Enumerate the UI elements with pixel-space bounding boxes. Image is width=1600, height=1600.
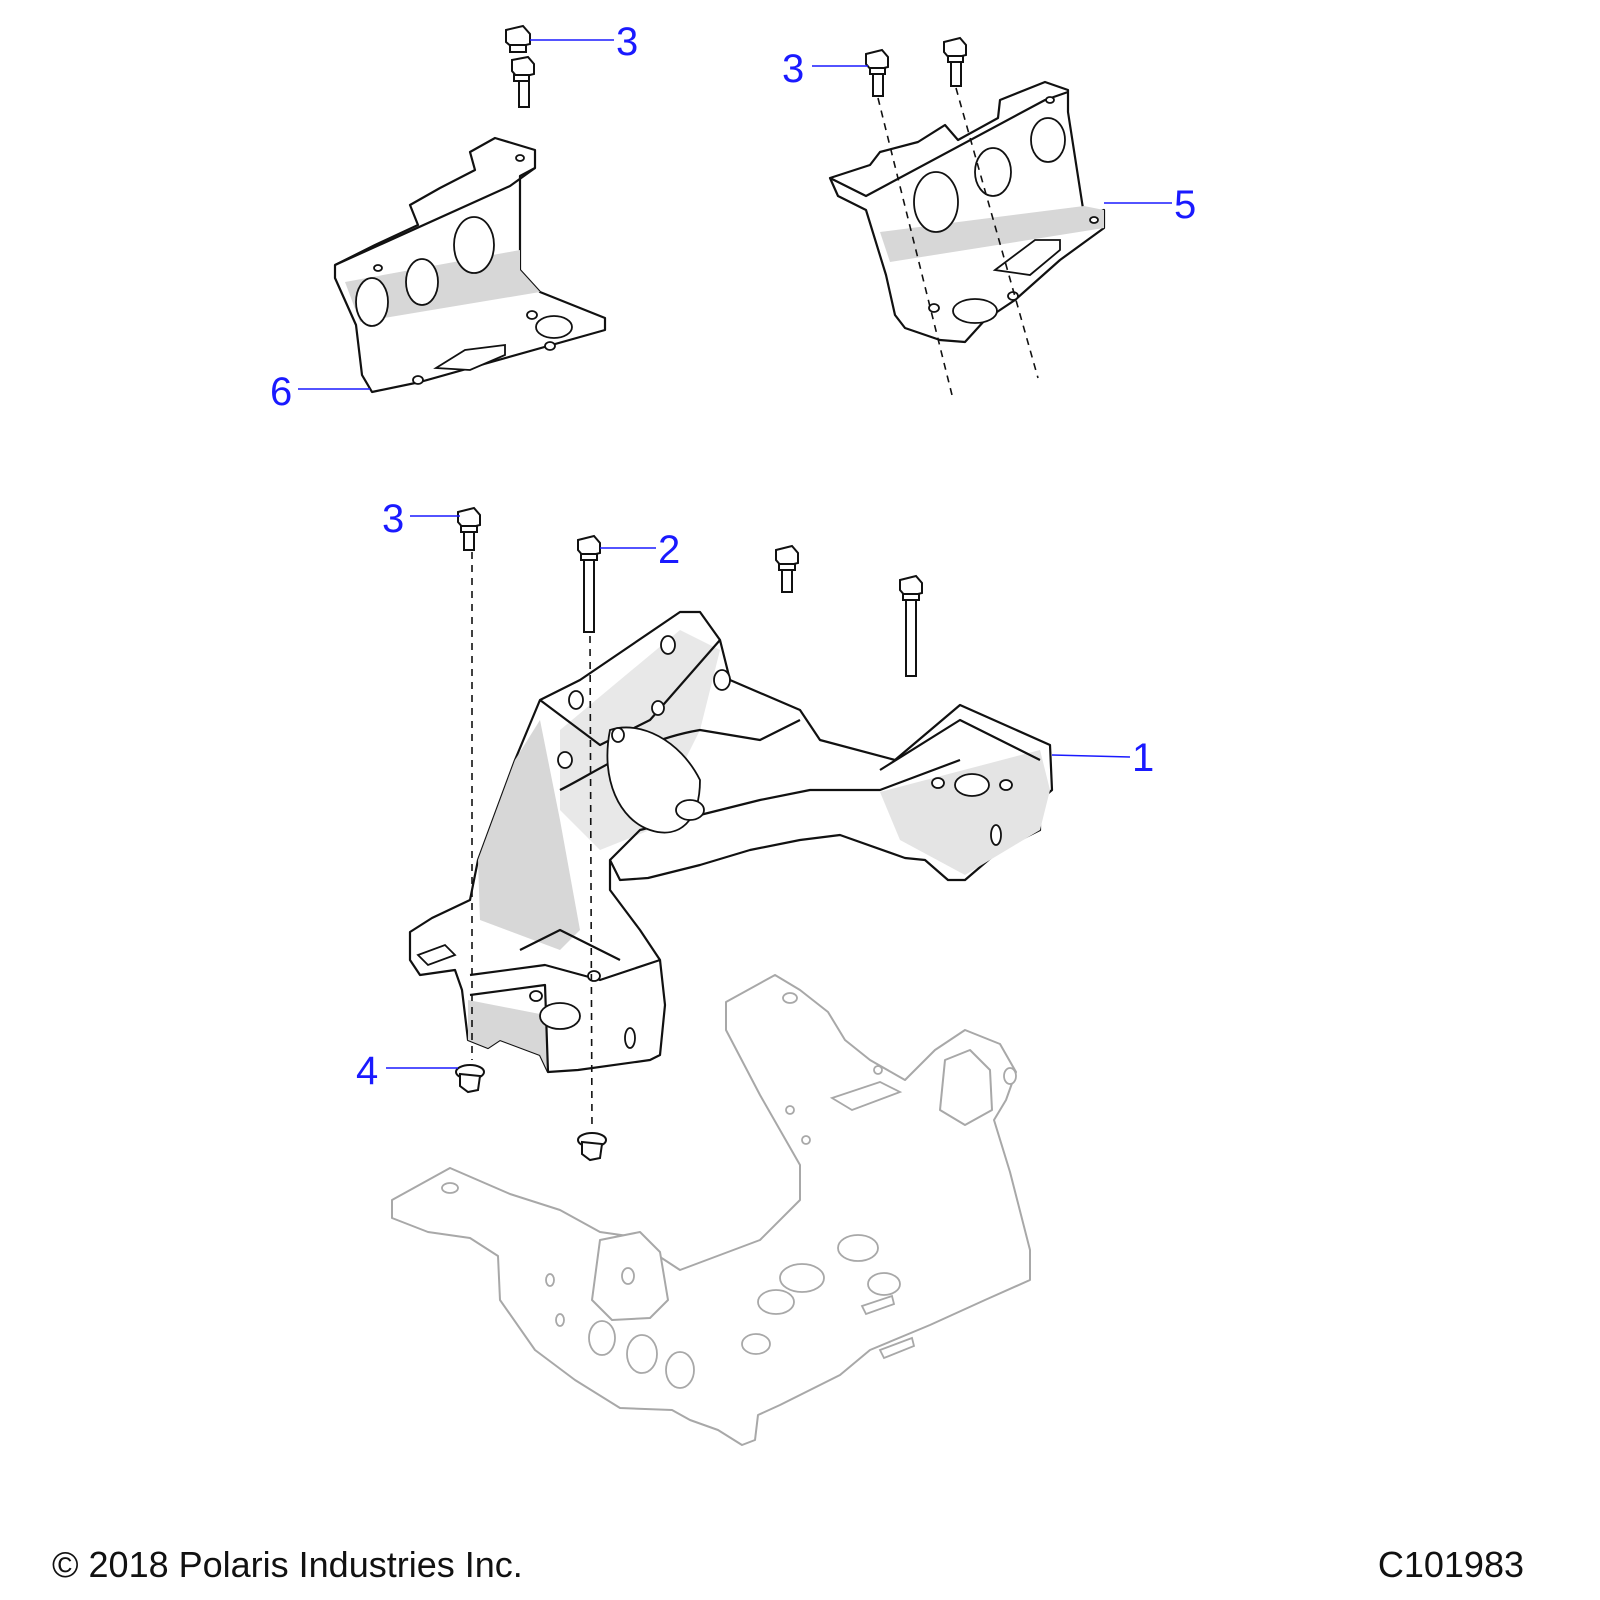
callout-label-3-top-right: 3 — [782, 47, 804, 91]
nut-part-4 — [455, 1064, 485, 1094]
copyright-notice: © 2018 Polaris Industries Inc. — [52, 1544, 523, 1585]
callout-2: 2 — [600, 528, 680, 572]
drawing-number: C101983 — [1377, 1544, 1524, 1585]
callout-3-lower: 3 — [382, 497, 460, 541]
callout-label-3-lower: 3 — [382, 497, 404, 541]
callout-3-top-left: 3 — [530, 20, 638, 64]
engine-mount-part-1 — [408, 610, 1054, 1074]
callout-1: 1 — [1051, 736, 1154, 780]
callout-label-3-top-left: 3 — [616, 20, 638, 64]
callout-6: 6 — [270, 370, 370, 414]
frame-reference-ghost — [391, 974, 1031, 1446]
callout-label-1: 1 — [1132, 736, 1154, 780]
callout-label-6: 6 — [270, 370, 292, 414]
callout-4: 4 — [356, 1049, 458, 1093]
bolt-short — [775, 544, 799, 593]
callout-label-5: 5 — [1174, 183, 1196, 227]
bolt-part-3-lower — [457, 506, 481, 551]
bolt-pair-part-6 — [505, 24, 535, 108]
callout-label-2: 2 — [658, 528, 680, 572]
bolt-part-2 — [577, 534, 601, 633]
bolt-pair-part-5 — [865, 36, 967, 97]
callout-5: 5 — [1104, 183, 1196, 227]
nut-part-4-second — [577, 1132, 607, 1162]
callout-label-4: 4 — [356, 1049, 378, 1093]
bracket-part-6 — [333, 136, 607, 394]
bracket-part-5 — [828, 80, 1106, 344]
callout-3-top-right: 3 — [782, 47, 868, 91]
bolt-long — [899, 574, 923, 677]
